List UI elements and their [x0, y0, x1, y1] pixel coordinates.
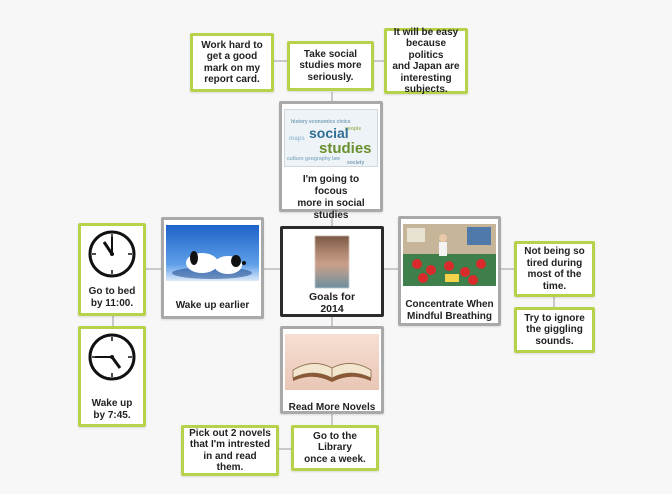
svg-text:history economics civics: history economics civics	[291, 119, 351, 125]
goal-wake-up-earlier[interactable]: Wake up earlier	[161, 217, 264, 319]
word-cloud-word-social: social	[309, 125, 349, 141]
subgoal-take-social-studies[interactable]: Take social studies more seriously.	[287, 41, 374, 91]
detail-go-to-bed[interactable]: Go to bed by 11:00.	[78, 223, 146, 316]
detail-easy-politics-japan[interactable]: It will be easy because politics and Jap…	[384, 26, 468, 96]
goal-label: Read More Novels	[288, 402, 376, 413]
goal-read-more-novels[interactable]: Read More Novels	[280, 326, 384, 414]
connector-top-right	[373, 60, 385, 62]
connector-bottom-left	[279, 448, 292, 450]
detail-label: Not being so tired during most of the ti…	[524, 246, 585, 292]
classroom-image	[403, 224, 496, 286]
detail-ignore-giggling[interactable]: Try to ignore the giggling sounds.	[514, 307, 595, 353]
detail-label: Work hard to get a good mark on my repor…	[201, 39, 263, 86]
connector-center-top	[331, 211, 333, 226]
detail-not-so-tired[interactable]: Not being so tired during most of the ti…	[514, 241, 595, 297]
detail-label: Go to the Library once a week.	[304, 430, 366, 465]
connector-right-details	[500, 268, 516, 270]
social-studies-word-cloud-image: history economics civics culture geograp…	[284, 109, 378, 167]
detail-label: Try to ignore the giggling sounds.	[524, 312, 585, 347]
goal-label: I'm going to focous more in social studi…	[297, 174, 365, 221]
goal-concentrate-breathing[interactable]: Concentrate When Mindful Breathing	[398, 216, 501, 326]
connector-right-stack	[553, 296, 555, 308]
connector-bottom-vertical	[331, 413, 333, 425]
connector-left-details	[145, 268, 162, 270]
central-topic[interactable]: Goals for 2014	[280, 226, 384, 317]
detail-label: Wake up by 7:45.	[91, 398, 133, 421]
connector-center-bottom	[331, 316, 333, 327]
svg-text:culture geography law: culture geography law	[287, 156, 340, 162]
detail-label: Pick out 2 novels that I'm intrested in …	[189, 427, 271, 474]
goal-label: Concentrate When Mindful Breathing	[405, 299, 494, 322]
svg-text:maps: maps	[289, 136, 305, 142]
detail-label: Go to bed by 11:00.	[88, 286, 136, 309]
goal-social-studies[interactable]: history economics civics culture geograp…	[279, 101, 383, 221]
connector-top-left	[274, 60, 288, 62]
connector-center-right	[383, 268, 399, 270]
connector-center-left	[263, 268, 281, 270]
central-topic-label: Goals for 2014	[308, 291, 356, 315]
connector-left-clocks	[112, 315, 114, 327]
subgoal-label: Take social studies more seriously.	[299, 48, 362, 83]
open-book-image	[285, 334, 379, 390]
clock-icon	[88, 230, 136, 278]
clock-icon	[88, 333, 136, 381]
snoopy-sleeping-image	[166, 225, 259, 281]
detail-go-to-library[interactable]: Go to the Library once a week.	[291, 425, 379, 471]
word-cloud-word-studies: studies	[319, 140, 372, 157]
goal-label: Wake up earlier	[175, 300, 250, 311]
detail-pick-out-novels[interactable]: Pick out 2 novels that I'm intrested in …	[181, 425, 279, 476]
detail-wake-up-745[interactable]: Wake up by 7:45.	[78, 326, 146, 427]
svg-text:people: people	[345, 126, 361, 132]
connector-top-vertical	[331, 92, 333, 102]
detail-work-hard[interactable]: Work hard to get a good mark on my repor…	[190, 33, 274, 92]
svg-text:society: society	[347, 160, 364, 166]
blurred-portrait-image	[315, 236, 349, 288]
detail-label: It will be easy because politics and Jap…	[392, 26, 460, 96]
